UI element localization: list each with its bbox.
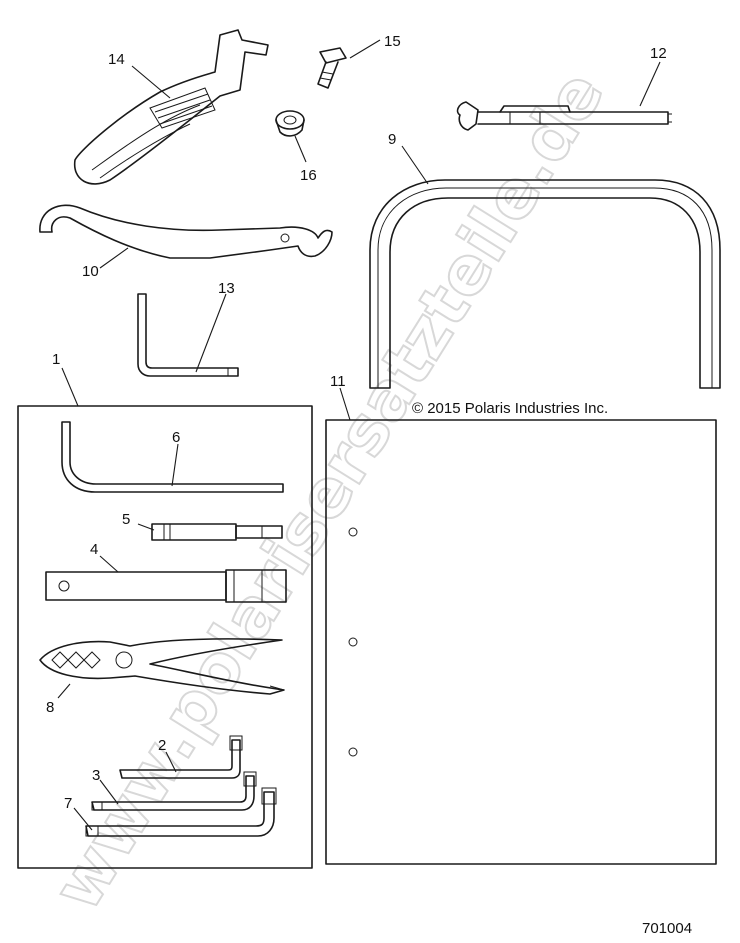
part-13-hex-key[interactable] — [137, 293, 239, 377]
callout-16: 16 — [300, 167, 317, 184]
callout-8: 8 — [46, 699, 54, 716]
part-2-torx-key[interactable] — [119, 735, 243, 779]
part-12-tube[interactable] — [456, 101, 672, 131]
part-5-socket[interactable] — [151, 523, 283, 541]
callout-3: 3 — [92, 767, 100, 784]
part-9-frame[interactable] — [369, 179, 721, 389]
callout-15: 15 — [384, 33, 401, 50]
part-3-torx-key[interactable] — [91, 771, 257, 811]
callout-5: 5 — [122, 511, 130, 528]
diagram-number: 701004 — [642, 920, 692, 937]
part-4-plug-wrench[interactable] — [45, 569, 287, 603]
part-10-spanner[interactable] — [39, 204, 333, 259]
part-15-bolt[interactable] — [317, 47, 347, 89]
callout-2: 2 — [158, 737, 166, 754]
callout-7: 7 — [64, 795, 72, 812]
callout-9: 9 — [388, 131, 396, 148]
callout-12: 12 — [650, 45, 667, 62]
callout-14: 14 — [108, 51, 125, 68]
part-8-pliers[interactable] — [39, 638, 285, 695]
part-11-owners-manual[interactable] — [325, 419, 717, 865]
callout-6: 6 — [172, 429, 180, 446]
callout-13: 13 — [218, 280, 235, 297]
part-16-nut[interactable] — [275, 110, 305, 137]
callout-11: 11 — [330, 373, 346, 390]
part-14-strap[interactable] — [74, 29, 269, 185]
part-7-torx-key[interactable] — [85, 787, 277, 837]
part-6-hex-key[interactable] — [61, 421, 284, 493]
copyright-notice: © 2015 Polaris Industries Inc. — [412, 400, 608, 417]
callout-4: 4 — [90, 541, 98, 558]
part-1-tool-kit-box[interactable] — [17, 405, 313, 869]
callout-10: 10 — [82, 263, 99, 280]
callout-1: 1 — [52, 351, 60, 368]
